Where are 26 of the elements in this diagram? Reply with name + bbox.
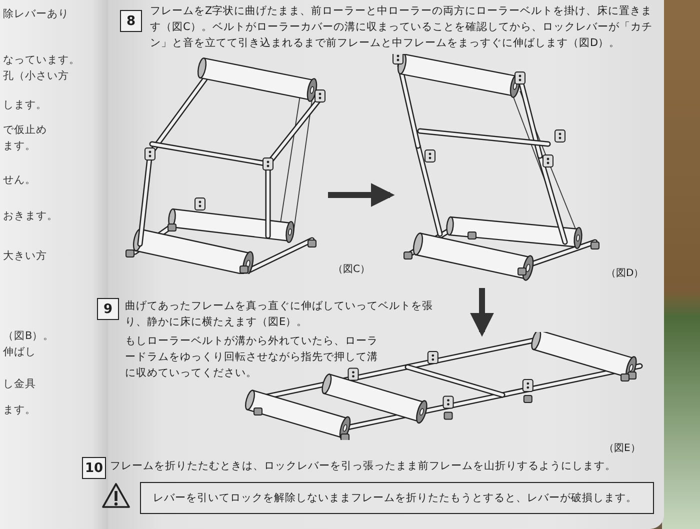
facing-page-text: 孔（小さい方	[3, 69, 70, 84]
step-number-box: 9	[97, 298, 119, 320]
figure-caption: （図E）	[604, 442, 640, 455]
step-number-box: 10	[82, 457, 106, 479]
facing-page-text: せん。	[3, 173, 37, 188]
step-number-box: 8	[120, 10, 142, 32]
arrow	[328, 183, 395, 207]
facing-page-text: ます。	[3, 403, 37, 418]
facing-page-text: （図B）。	[3, 329, 56, 344]
facing-page-text: で仮止め	[3, 123, 48, 138]
instruction-text: 曲げてあったフレームを真っ直ぐに伸ばしていってベルトを張り、静かに床に横たえます（図E）。	[125, 299, 434, 330]
facing-page-text: ます。	[3, 139, 37, 154]
facing-page-text: なっています。	[3, 53, 81, 68]
instruction-text: もしローラーベルトが溝から外れていたら、ローラードラムをゆっくり回転させながら指先で押して溝に収めていってください。	[125, 334, 379, 381]
figure-caption: （図D）	[606, 267, 644, 280]
facing-page-text: 伸ばし	[3, 345, 37, 360]
facing-page-text: します。	[3, 98, 48, 113]
facing-page-text: おきます。	[3, 209, 59, 224]
warning-box: レバーを引いてロックを解除しないままフレームを折りたたもうとすると、レバーが破損します。	[140, 482, 654, 514]
instruction-text: フレームをZ字状に曲げたまま、前ローラーと中ローラーの両方にローラーベルトを掛け、床に置きます（図C）。ベルトがローラーカバーの溝に収まっていることを確認してから、ロックレバーが「カチン」と音を立てて引き込まれるまで前フレームと中フレームをまっすぐに伸ばします（図D）。	[150, 4, 654, 51]
arrow	[470, 288, 494, 337]
facing-page-text: し金具	[3, 377, 37, 392]
facing-page-text: 大きい方	[3, 249, 48, 264]
instruction-text: フレームを折りたたむときは、ロックレバーを引っ張ったまま前フレームを山折りするようにします。	[110, 459, 617, 474]
facing-page-text: 除レバーあり	[3, 7, 70, 22]
figure-caption: （図C）	[333, 263, 370, 276]
